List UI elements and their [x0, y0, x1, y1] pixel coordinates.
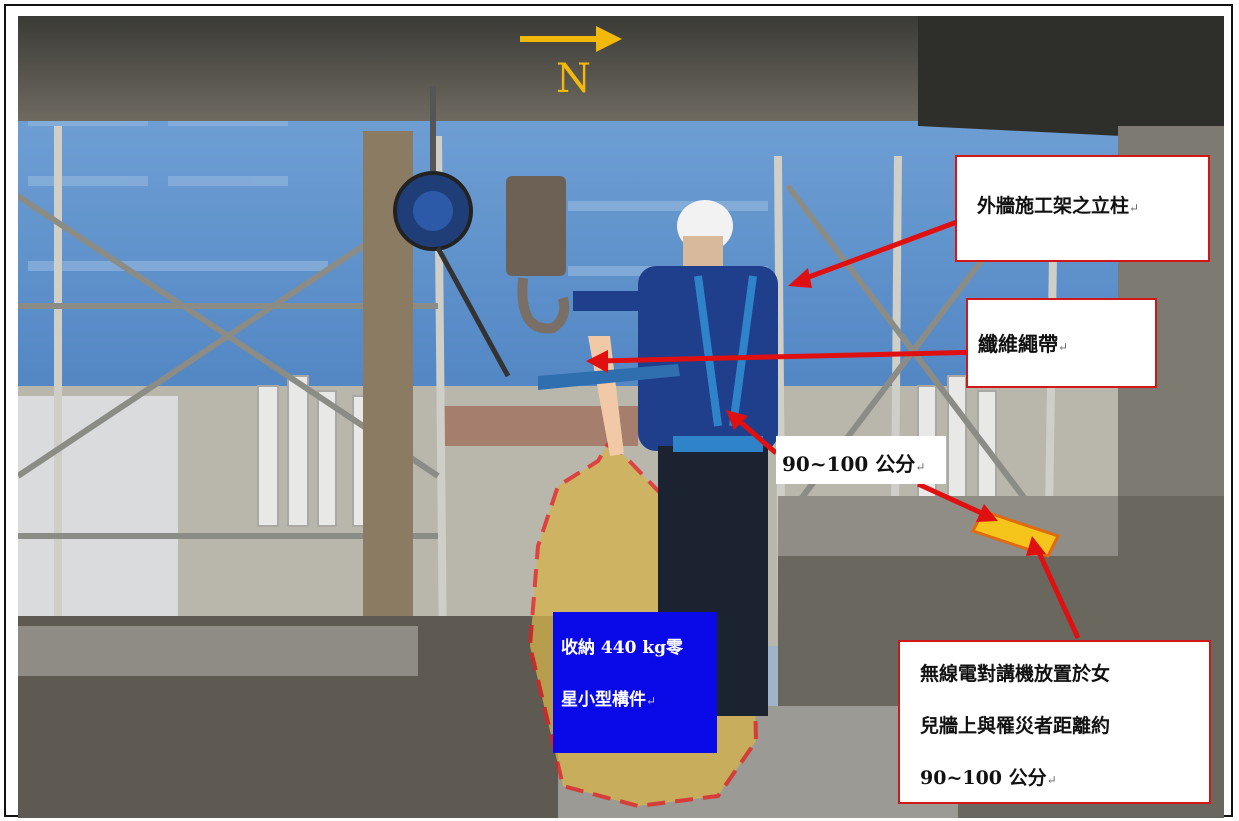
storage-line-1: 收納 440 kg零 [561, 638, 683, 658]
return-icon: ↵ [1046, 773, 1057, 787]
callout-scaffold-column: 外牆施工架之立柱↵ [955, 155, 1210, 262]
return-icon: ↵ [915, 460, 926, 474]
white-building [18, 396, 178, 636]
storage-label-box: 收納 440 kg零 星小型構件↵ [553, 612, 717, 753]
return-icon: ↵ [646, 694, 657, 708]
north-arrow [520, 26, 622, 52]
return-icon: ↵ [1129, 201, 1140, 215]
callout-radio-location: 無線電對講機放置於女 兒牆上與罹災者距離約 90~100 公分↵ [898, 640, 1211, 804]
callout-column-text: 外牆施工架之立柱 [977, 195, 1130, 217]
callout-radio-line-1: 無線電對講機放置於女 [920, 663, 1111, 685]
storage-line-2: 星小型構件 [561, 690, 646, 710]
callout-rope-text: 纖維繩帶 [978, 332, 1058, 356]
callout-radio-line-2: 兒牆上與罹災者距離約 [920, 715, 1111, 737]
callout-fiber-rope: 纖維繩帶↵ [966, 298, 1157, 388]
callout-radio-line-3: 90~100 公分 [920, 767, 1047, 789]
north-label: N [556, 56, 591, 102]
fiber-rope [538, 364, 680, 390]
callout-distance: 90~100 公分↵ [776, 436, 946, 484]
return-icon: ↵ [1058, 340, 1069, 354]
crane-hook [506, 176, 566, 276]
callout-distance-text: 90~100 公分 [782, 452, 916, 476]
